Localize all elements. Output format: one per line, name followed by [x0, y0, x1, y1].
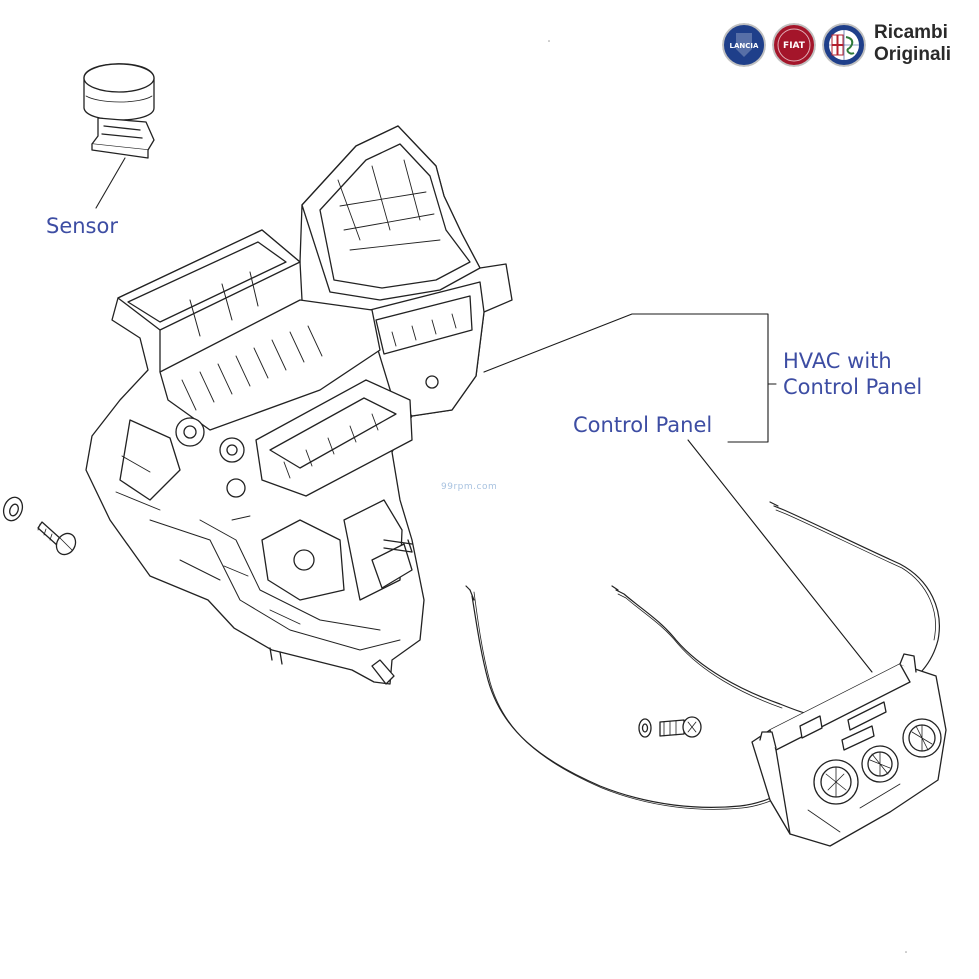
lancia-logo-icon: LANCIA — [722, 23, 766, 67]
brand-line-2: Originali — [874, 44, 952, 65]
hvac-leader-line — [483, 313, 769, 443]
hvac-label-line-1: HVAC with — [783, 349, 892, 373]
control-cables — [465, 501, 940, 810]
bolt-part — [37, 521, 77, 556]
brand-block: LANCIA FIAT Ricambi Originali — [722, 22, 972, 72]
sensor-label: Sensor — [46, 214, 118, 238]
sensor-part — [83, 63, 155, 159]
alfa-romeo-logo-icon — [822, 23, 866, 67]
fiat-logo-icon: FIAT — [772, 23, 816, 67]
control-panel-leader-line — [687, 439, 873, 673]
callout-lines — [483, 313, 873, 673]
speck-mark — [548, 40, 550, 42]
lancia-logo-text: LANCIA — [730, 42, 759, 50]
panel-bolt-part — [638, 716, 702, 738]
brand-text: Ricambi Originali — [874, 22, 951, 66]
fiat-logo-text: FIAT — [783, 41, 806, 51]
hvac-label-line-2: Control Panel — [783, 375, 923, 399]
control-panel-part — [751, 653, 947, 847]
watermark: 99rpm.com — [441, 482, 498, 492]
brand-line-1: Ricambi — [874, 22, 948, 43]
speck-mark-2 — [905, 951, 907, 953]
hvac-label: HVAC with Control Panel — [783, 348, 922, 400]
hvac-unit-part — [85, 125, 513, 685]
sensor-leader-line — [95, 157, 126, 209]
washer-part — [2, 496, 24, 522]
control-panel-label: Control Panel — [573, 413, 713, 437]
